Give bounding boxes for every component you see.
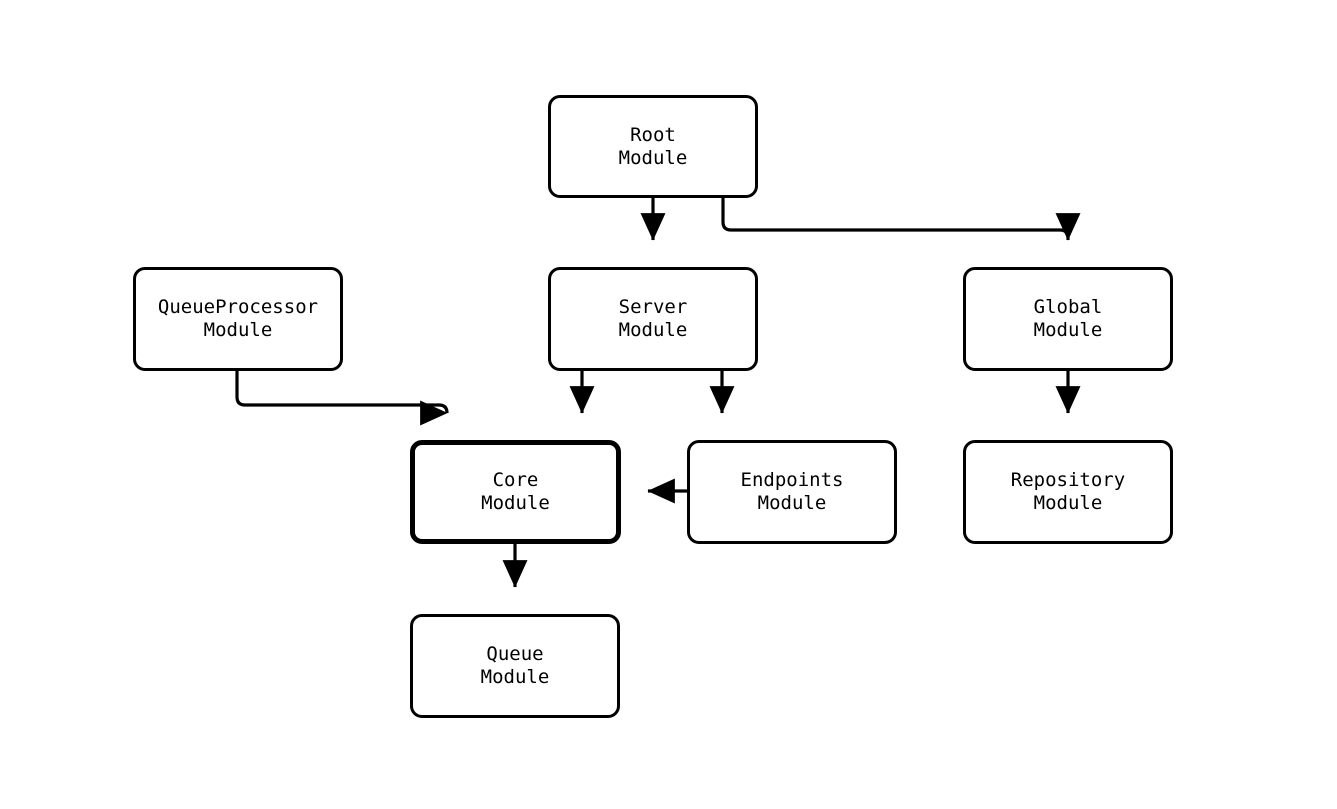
node-label-core-module: Core Module <box>481 469 550 514</box>
node-core-module[interactable]: Core Module <box>410 440 621 544</box>
node-label-endpoints-module: Endpoints Module <box>740 469 844 514</box>
node-queueprocessor-module[interactable]: QueueProcessor Module <box>133 267 343 371</box>
node-server-module[interactable]: Server Module <box>548 267 758 371</box>
node-label-repository-module: Repository Module <box>1010 469 1126 514</box>
node-endpoints-module[interactable]: Endpoints Module <box>687 440 897 544</box>
node-label-root-module: Root Module <box>618 123 688 169</box>
node-repository-module[interactable]: Repository Module <box>963 440 1173 544</box>
node-global-module[interactable]: Global Module <box>963 267 1173 371</box>
node-label-server-module: Server Module <box>618 296 688 341</box>
edge-queueprocessor-to-core <box>235 371 460 414</box>
node-label-queue-module: Queue Module <box>480 643 550 688</box>
node-label-queueprocessor-module: QueueProcessor Module <box>157 296 319 341</box>
node-root-module[interactable]: Root Module <box>548 95 758 198</box>
node-label-global-module: Global Module <box>1033 296 1103 341</box>
edge-root-to-global <box>721 198 1081 241</box>
node-queue-module[interactable]: Queue Module <box>410 614 620 718</box>
